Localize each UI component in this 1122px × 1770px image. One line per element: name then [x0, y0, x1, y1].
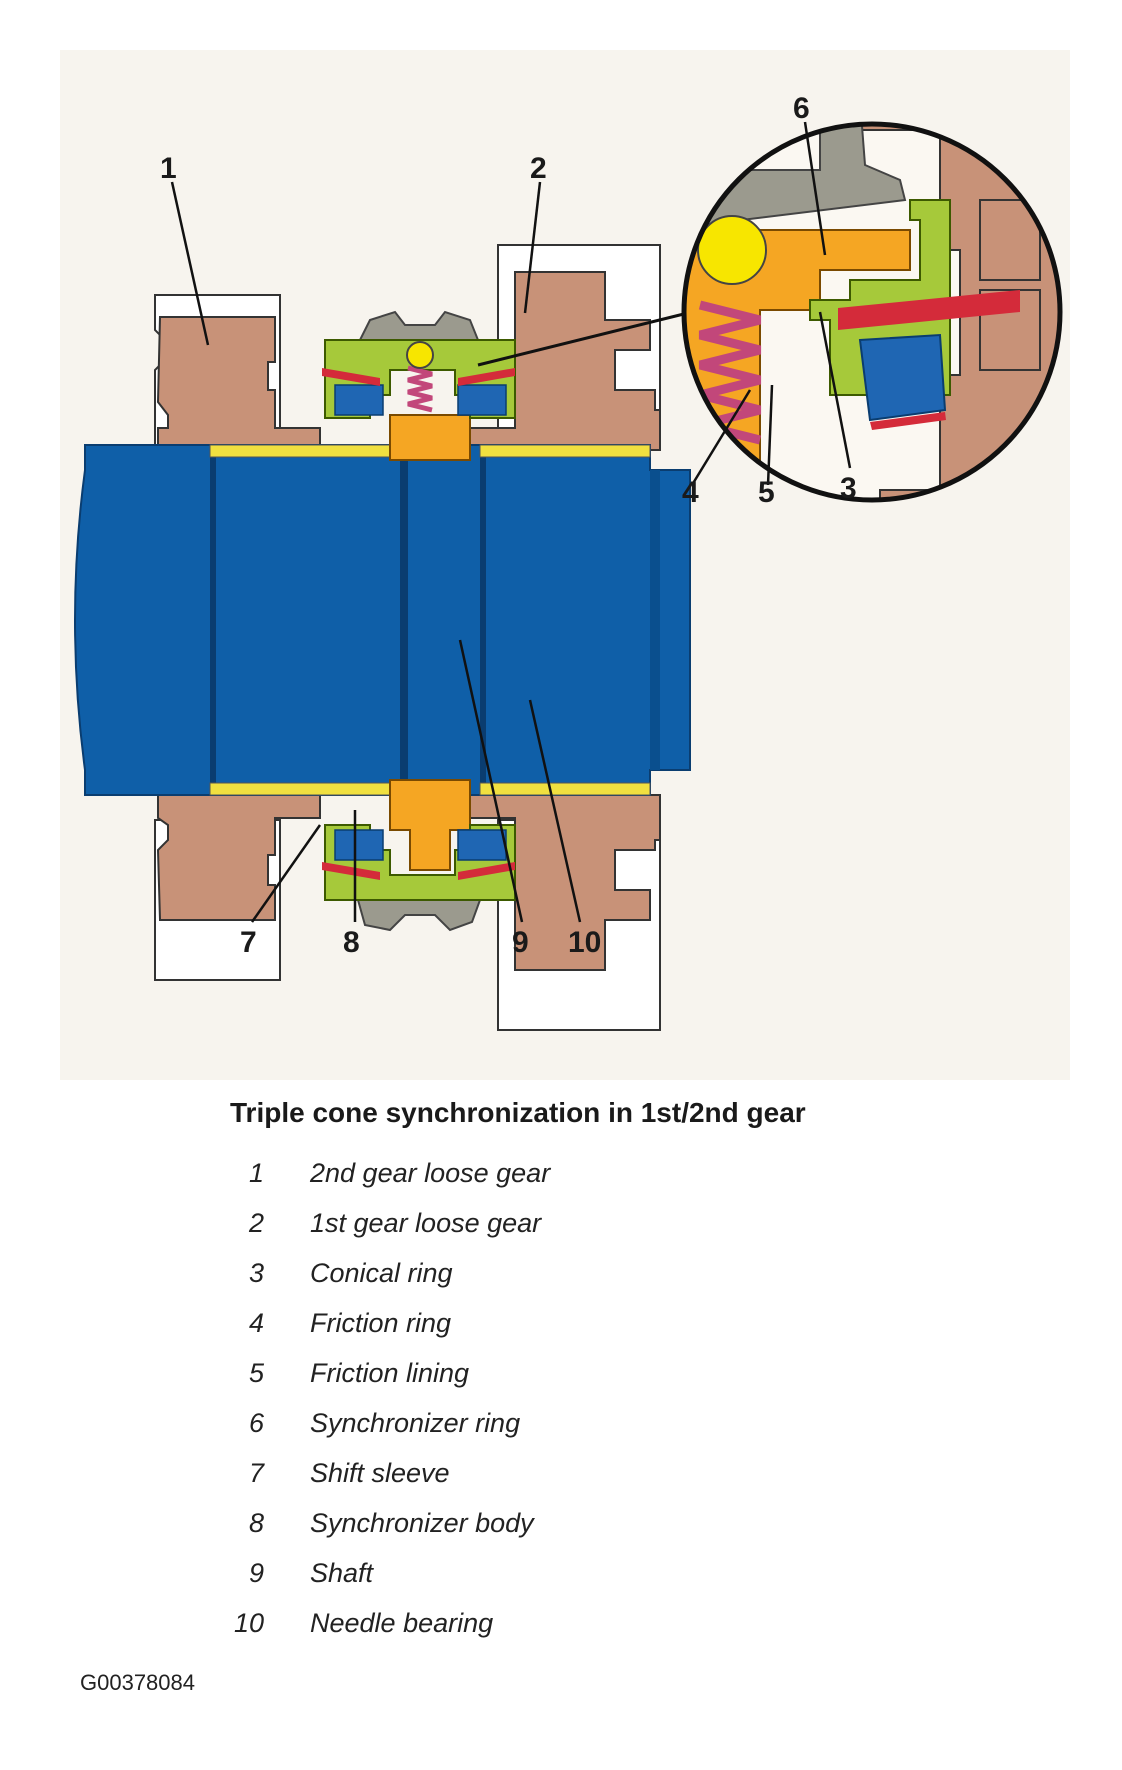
conical-ring-bottom-right — [458, 862, 515, 880]
conical-ring-top-right — [458, 368, 515, 386]
synchronizer-body-top — [389, 414, 471, 461]
shaft-groove-left — [210, 450, 216, 790]
callout-9: 9 — [512, 926, 529, 959]
callout-7: 7 — [240, 926, 257, 959]
synchronizer-ring-top — [324, 339, 516, 419]
zoom-detent-ball — [697, 215, 767, 285]
zoom-frame — [681, 121, 1063, 503]
legend-number: 2 — [248, 1208, 264, 1238]
leader-6 — [803, 121, 827, 256]
leader-4 — [690, 389, 752, 486]
legend-label: Shift sleeve — [310, 1458, 450, 1488]
callout-5: 5 — [758, 476, 775, 509]
legend-label: Shaft — [310, 1558, 374, 1588]
diagram-container: 1 2 3 4 5 6 7 8 9 10 — [60, 50, 1070, 1080]
callout-6: 6 — [793, 92, 810, 125]
legend-number: 9 — [248, 1558, 264, 1588]
synchronizer-cross-section-diagram: 1 2 3 4 5 6 7 8 9 10 — [60, 50, 1070, 1080]
callout-10: 10 — [568, 926, 601, 959]
legend-label: Conical ring — [310, 1258, 453, 1288]
zoom-friction-ring — [858, 333, 947, 422]
legend-number: 7 — [248, 1458, 264, 1488]
callout-8: 8 — [343, 926, 360, 959]
leader-9 — [458, 639, 524, 923]
callout-numbers: 1 2 3 4 5 6 7 8 9 10 — [160, 92, 857, 959]
legend-label: 1st gear loose gear — [310, 1208, 542, 1238]
callout-4: 4 — [682, 476, 699, 509]
gear-2nd-loose-bottom — [156, 794, 321, 921]
leader-7 — [250, 824, 322, 923]
legend-number: 4 — [248, 1308, 264, 1338]
legend-label: 2nd gear loose gear — [310, 1158, 551, 1188]
zoom-spring — [698, 300, 762, 445]
leader-2 — [523, 181, 542, 314]
shaft — [74, 444, 691, 796]
leader-5 — [766, 384, 774, 486]
conical-ring-top-left — [322, 368, 380, 386]
detent-ball-top — [406, 341, 434, 369]
legend-label: Friction lining — [310, 1358, 470, 1388]
legend-number: 3 — [248, 1258, 264, 1288]
legend-label: Needle bearing — [310, 1608, 494, 1638]
callout-2: 2 — [530, 152, 547, 185]
zoom-leader-line — [477, 308, 701, 367]
zoom-conical-ring — [838, 290, 1020, 330]
synchronizer-body-bottom — [389, 779, 471, 871]
needle-bearing-bottom-right — [479, 782, 651, 796]
legend-number: 1 — [248, 1158, 264, 1188]
needle-bearing-top-left — [209, 444, 391, 458]
leader-1 — [170, 181, 210, 346]
main-cross-section — [74, 244, 691, 1031]
leader-lines — [170, 121, 852, 923]
callout-3: 3 — [840, 472, 857, 505]
legend-label: Friction ring — [310, 1308, 452, 1338]
legend-label: Synchronizer body — [310, 1508, 534, 1538]
zoom-friction-lining — [870, 412, 946, 430]
callout-1: 1 — [160, 152, 177, 185]
figure-id: G00378084 — [80, 1670, 195, 1695]
needle-bearing-top-right — [479, 444, 651, 458]
shaft-groove-right — [480, 450, 486, 790]
needle-bearing-bottom-left — [209, 782, 391, 796]
legend-number: 5 — [248, 1358, 264, 1388]
zoom-gear-block-upper — [979, 199, 1041, 281]
shift-sleeve-bottom — [356, 899, 482, 932]
legend-number: 6 — [248, 1408, 264, 1438]
friction-ring-top-right — [457, 384, 507, 416]
friction-ring-top-left — [334, 384, 384, 416]
legend-number: 8 — [248, 1508, 264, 1538]
friction-ring-bottom-left — [334, 829, 384, 861]
detent-spring-top — [407, 365, 433, 413]
conical-ring-bottom-left — [322, 862, 380, 880]
leader-10 — [528, 699, 582, 923]
shaft-step — [650, 470, 660, 770]
figure-title: Triple cone synchronization in 1st/2nd g… — [230, 1097, 806, 1128]
gear-2nd-loose-top — [156, 316, 321, 451]
legend-label: Synchronizer ring — [310, 1408, 521, 1438]
friction-ring-bottom-right — [457, 829, 507, 861]
leader-3 — [818, 311, 852, 469]
legend-number: 10 — [233, 1608, 264, 1638]
shaft-groove-mid — [400, 450, 408, 790]
shift-sleeve-top — [358, 310, 480, 341]
